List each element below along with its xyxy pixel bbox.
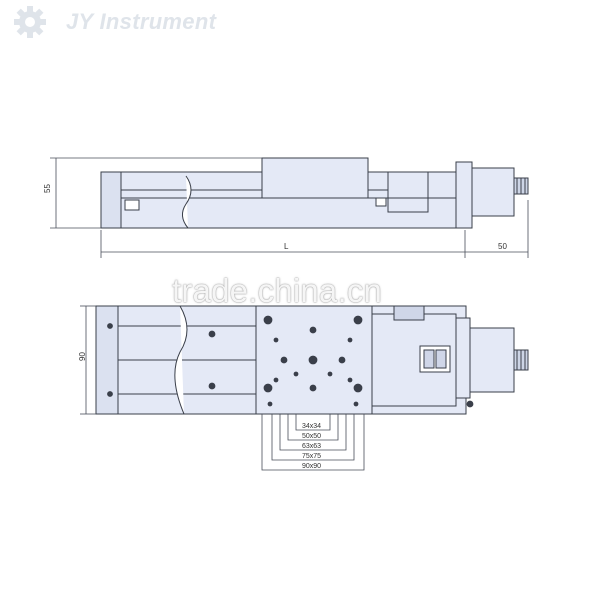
hole-pattern-label-1: 34x34 bbox=[302, 423, 321, 430]
side-view-coupling bbox=[387, 171, 429, 213]
side-view-dimensions bbox=[50, 157, 529, 258]
side-view bbox=[100, 157, 529, 229]
hole-pattern-label-2: 50x50 bbox=[302, 433, 321, 440]
side-view-left-end bbox=[100, 171, 122, 229]
side-view-motor-mount bbox=[455, 161, 473, 229]
hole-pattern-brackets bbox=[261, 414, 365, 471]
gear-icon bbox=[14, 6, 46, 38]
top-view-dimension bbox=[80, 305, 96, 415]
hole-pattern-label-5: 90x90 bbox=[302, 463, 321, 470]
dim-width-label: 90 bbox=[78, 352, 87, 361]
top-view-motor bbox=[469, 327, 515, 393]
top-view-motor-mount bbox=[455, 317, 471, 399]
side-view-carriage bbox=[261, 157, 369, 199]
top-view-left-end bbox=[95, 305, 119, 415]
dim-length-label: L bbox=[284, 242, 289, 251]
hole-pattern-label-3: 63x63 bbox=[302, 443, 321, 450]
dim-motor-label: 50 bbox=[498, 242, 507, 251]
side-view-motor bbox=[471, 167, 515, 217]
brand-name: JY Instrument bbox=[66, 9, 217, 34]
carriage-holes bbox=[107, 315, 474, 408]
hole-pattern-label-4: 75x75 bbox=[302, 453, 321, 460]
watermark-text: trade.china.cn bbox=[172, 272, 383, 309]
dim-height-label: 55 bbox=[43, 184, 52, 193]
